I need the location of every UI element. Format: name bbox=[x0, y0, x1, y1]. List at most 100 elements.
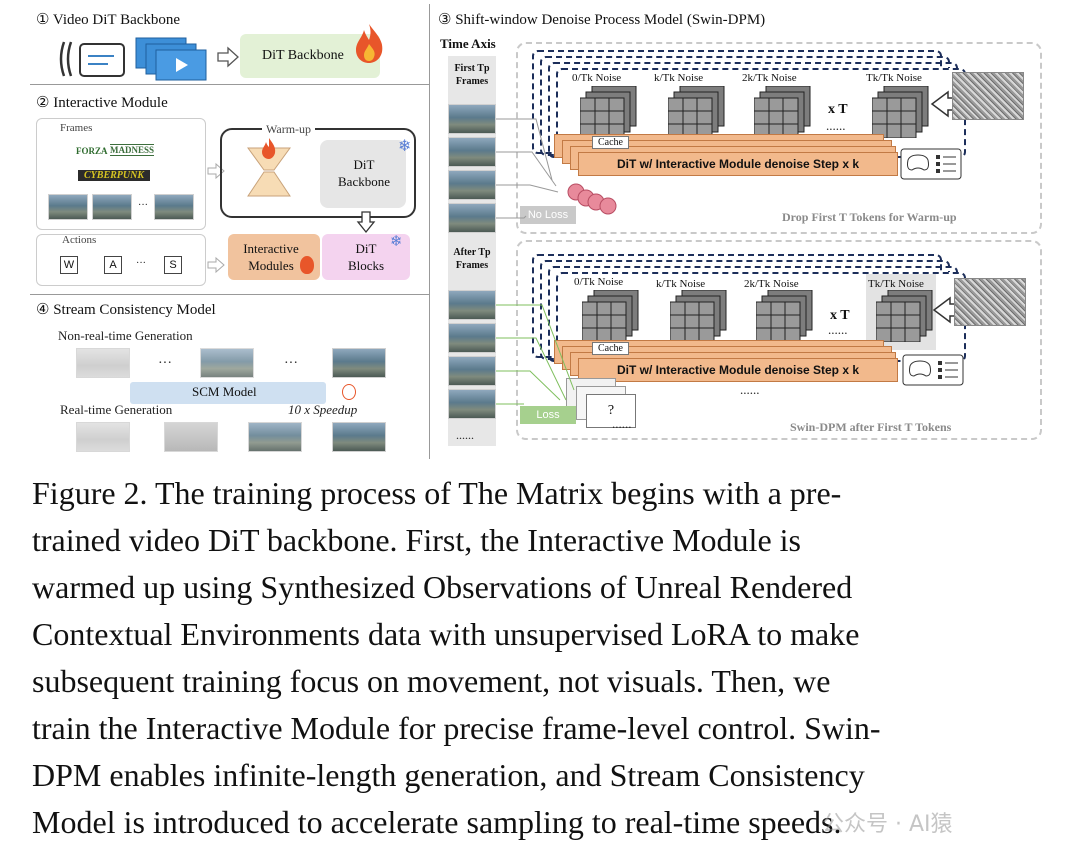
swin-label: Swin-DPM after First T Tokens bbox=[790, 420, 952, 434]
frame-thumb bbox=[332, 348, 386, 378]
warmup-dit-backbone-label: DiT Backbone bbox=[338, 157, 390, 189]
dit-backbone-label: DiT Backbone bbox=[262, 48, 344, 63]
noise-label: 0/Tk Noise bbox=[574, 276, 624, 288]
scm-model-label: SCM Model bbox=[192, 384, 257, 399]
frame-thumb bbox=[448, 137, 496, 167]
warmup-label: Warm-up bbox=[262, 122, 316, 137]
frame-thumb bbox=[448, 389, 496, 419]
frame-thumb bbox=[448, 170, 496, 200]
arrow-right-icon bbox=[217, 46, 239, 68]
frames-ellipsis: ··· bbox=[138, 200, 148, 211]
snowflake-icon: ❄ bbox=[390, 232, 403, 250]
caption-line: warmed up using Synthesized Observations… bbox=[32, 569, 853, 605]
section1-title: ① Video DiT Backbone bbox=[36, 12, 181, 28]
warmup-dpm-container bbox=[516, 42, 1042, 234]
actions-ellipsis: ··· bbox=[136, 258, 146, 269]
frame-thumb bbox=[448, 203, 496, 233]
caption-line: subsequent training focus on movement, n… bbox=[32, 663, 831, 699]
left-panel: ① Video DiT Backbone DiT Backbone ② Inte… bbox=[30, 4, 430, 459]
divider-1 bbox=[30, 84, 430, 85]
fire-icon bbox=[356, 24, 383, 63]
gamepad-icon bbox=[902, 354, 964, 386]
frame-thumb bbox=[92, 194, 132, 220]
frame-thumb bbox=[448, 290, 496, 320]
times-t-label: x T bbox=[828, 102, 848, 117]
noise-label: Tk/Tk Noise bbox=[868, 278, 924, 290]
nonrealtime-label: Non-real-time Generation bbox=[58, 328, 193, 343]
frame-thumb bbox=[332, 422, 386, 452]
connector-lines bbox=[496, 118, 575, 405]
token-cube-icon bbox=[580, 86, 637, 138]
frame-thumb bbox=[248, 422, 302, 452]
token-cube-icon bbox=[582, 290, 639, 342]
token-cube-icon bbox=[872, 86, 929, 138]
speedup-label: 10 x Speedup bbox=[288, 402, 358, 417]
warmup-frame bbox=[220, 128, 416, 218]
fire-icon bbox=[300, 256, 314, 274]
caption-line: train the Interactive Module for precise… bbox=[32, 710, 881, 746]
drop-label: Drop First T Tokens for Warm-up bbox=[782, 210, 957, 224]
times-t-label: x T bbox=[830, 308, 850, 323]
token-dots-icon bbox=[567, 183, 617, 215]
dots: ...... bbox=[826, 118, 846, 133]
after-frames-label: After Tp Frames bbox=[453, 247, 491, 271]
noise-label: k/Tk Noise bbox=[656, 278, 706, 290]
caption-line: Model is introduced to accelerate sampli… bbox=[32, 804, 842, 840]
frame-thumb bbox=[164, 422, 218, 452]
frame-thumb bbox=[76, 422, 130, 452]
dots: ...... bbox=[828, 322, 848, 337]
caption-line: DPM enables infinite-length generation, … bbox=[32, 757, 865, 793]
divider-2 bbox=[30, 294, 430, 295]
frame-thumb bbox=[200, 348, 254, 378]
cache-label: Cache bbox=[592, 342, 629, 355]
denoise-band: DiT w/ Interactive Module denoise Step x… bbox=[578, 152, 898, 176]
timer-fire-icon bbox=[342, 384, 356, 400]
noise-label: 2k/Tk Noise bbox=[742, 72, 797, 84]
dit-blocks-label: DiT Blocks bbox=[347, 241, 385, 273]
arrow-right-icon bbox=[207, 256, 225, 274]
noise-label: k/Tk Noise bbox=[654, 72, 704, 84]
game-logo-cyberpunk: CYBERPUNK bbox=[78, 170, 151, 181]
dit-backbone-box bbox=[240, 34, 380, 78]
gamepad-icon bbox=[900, 148, 962, 180]
section3-title: ③ Shift-window Denoise Process Model (Sw… bbox=[438, 12, 766, 28]
video-stack-icon bbox=[59, 37, 207, 81]
game-logo-madness: MADNESS bbox=[110, 144, 155, 156]
caption-line: Contextual Environments data with unsupe… bbox=[32, 616, 860, 652]
dots: ··· bbox=[158, 356, 172, 371]
frame-thumb bbox=[154, 194, 194, 220]
dots: ··· bbox=[284, 356, 298, 371]
time-axis-dots: ...... bbox=[456, 428, 474, 442]
watermark: 公众号 · AI猿 bbox=[822, 812, 953, 837]
section4-title: ④ Stream Consistency Model bbox=[36, 302, 216, 318]
cache-label: Cache bbox=[592, 136, 629, 149]
dots: ...... bbox=[612, 416, 632, 431]
dots: ...... bbox=[740, 382, 760, 397]
noise-image bbox=[952, 72, 1024, 120]
realtime-label: Real-time Generation bbox=[60, 402, 173, 417]
frames-panel bbox=[36, 118, 206, 230]
swin-dpm-container bbox=[516, 240, 1042, 440]
token-cube-icon bbox=[668, 86, 725, 138]
actions-label: Actions bbox=[62, 234, 97, 246]
token-cube-icon bbox=[876, 290, 933, 342]
frame-thumb bbox=[448, 323, 496, 353]
first-frames-label: First Tp Frames bbox=[454, 63, 490, 87]
frame-thumb bbox=[448, 104, 496, 134]
section2-title: ② Interactive Module bbox=[36, 95, 168, 111]
frames-label: Frames bbox=[60, 122, 93, 134]
frame-thumb bbox=[448, 356, 496, 386]
loss-badge: Loss bbox=[520, 406, 576, 424]
arrow-down-icon bbox=[356, 211, 376, 234]
warmup-dit-backbone bbox=[320, 140, 406, 208]
token-cube-icon bbox=[756, 290, 813, 342]
noise-label: 2k/Tk Noise bbox=[744, 278, 799, 290]
caption-line: Figure 2. The training process of The Ma… bbox=[32, 475, 842, 511]
scm-model-box bbox=[130, 382, 326, 404]
lora-hourglass-icon bbox=[247, 138, 291, 197]
no-loss-badge: No Loss bbox=[520, 206, 576, 224]
key-w: W bbox=[60, 256, 78, 274]
token-cube-icon bbox=[754, 86, 811, 138]
actions-panel bbox=[36, 234, 206, 286]
noise-label: Tk/Tk Noise bbox=[866, 72, 922, 84]
